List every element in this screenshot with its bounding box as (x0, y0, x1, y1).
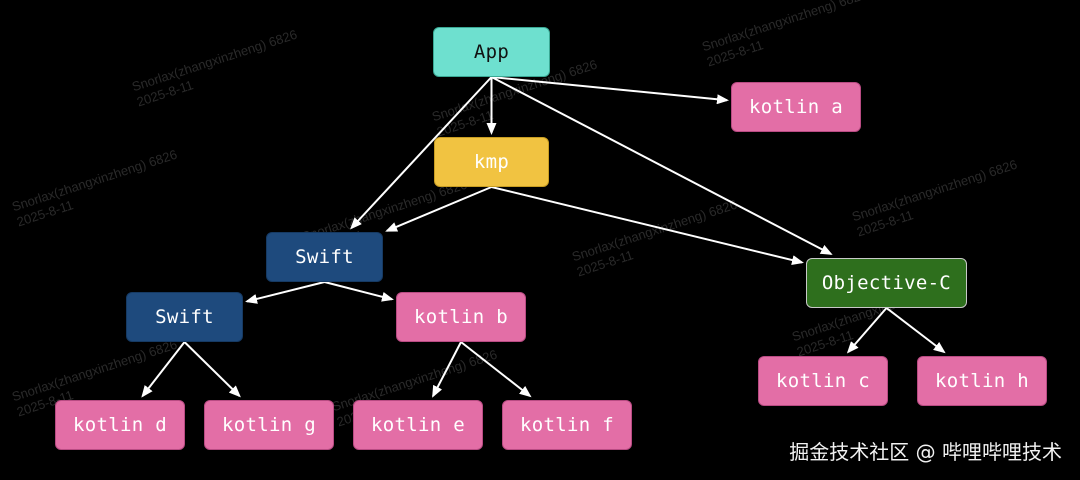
edge-objc-to-kotlin_c (846, 307, 888, 354)
edge-swift_mid-to-kotlin_g (183, 341, 241, 398)
node-swift-top: Swift (266, 232, 383, 282)
edge-objc-to-kotlin_h (885, 307, 946, 354)
node-kotlin-h: kotlin h (917, 356, 1047, 406)
node-kotlin-a: kotlin a (731, 82, 861, 132)
edge-kmp-to-swift_top (385, 186, 492, 232)
edge-app-to-objc (491, 76, 833, 255)
node-kotlin-b: kotlin b (396, 292, 526, 342)
node-app: App (433, 27, 550, 77)
edge-app-to-swift_top (350, 76, 493, 230)
edge-kotlin_b-to-kotlin_e (432, 341, 462, 398)
node-kotlin-g: kotlin g (204, 400, 334, 450)
node-swift-mid: Swift (126, 292, 243, 342)
footer-credit: 掘金技术社区 @ 哔哩哔哩技术 (789, 440, 1062, 464)
node-kmp: kmp (434, 137, 549, 187)
edge-kotlin_b-to-kotlin_f (460, 341, 532, 398)
edge-swift_mid-to-kotlin_d (141, 341, 186, 398)
edge-kmp-to-objc (491, 186, 804, 265)
node-kotlin-d: kotlin d (55, 400, 185, 450)
node-kotlin-c: kotlin c (758, 356, 888, 406)
edge-swift_top-to-swift_mid (245, 281, 325, 304)
node-kotlin-e: kotlin e (353, 400, 483, 450)
node-kotlin-f: kotlin f (502, 400, 632, 450)
edge-app-to-kotlin_a (491, 76, 729, 105)
node-objective-c: Objective-C (806, 258, 967, 308)
edge-swift_top-to-kotlin_b (324, 281, 394, 302)
